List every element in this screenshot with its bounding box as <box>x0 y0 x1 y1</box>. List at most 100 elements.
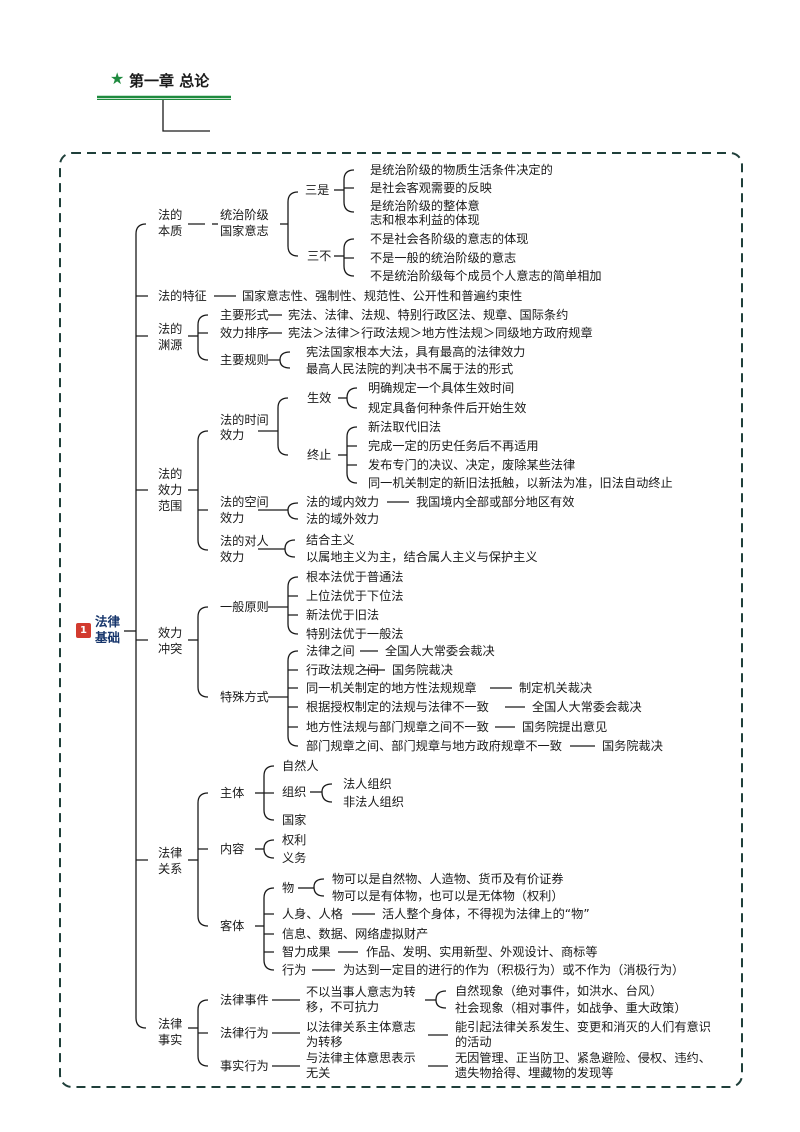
node-essence-1: 法的 <box>158 208 183 222</box>
node-main-forms: 主要形式 <box>220 308 269 322</box>
node-subject: 主体 <box>220 786 245 800</box>
leaf-ranking: 宪法＞法律＞行政法规＞地方性法规＞同级地方政府规章 <box>288 326 593 340</box>
node-relation-1: 法律 <box>158 846 183 860</box>
leaf-non-legal-person-org: 非法人组织 <box>343 795 404 809</box>
node-conflict-2: 冲突 <box>158 642 183 656</box>
leaf-zz4: 同一机关制定的新旧法抵触，以新法为准，旧法自动终止 <box>368 476 673 490</box>
leaf-legal-person-org: 法人组织 <box>343 777 392 791</box>
leaf-sj1: 自然现象（绝对事件，如洪水、台风） <box>455 984 663 998</box>
leaf-xweiva: 以法律关系主体意志 <box>306 1020 416 1034</box>
leaf-s1: 是统治阶级的物质生活条件决定的 <box>370 163 553 177</box>
leaf-dr2: 以属地主义为主，结合属人主义与保护主义 <box>306 550 538 564</box>
leaf-rule-2: 最高人民法院的判决书不属于法的形式 <box>306 362 514 376</box>
root-label-1: 法律 <box>95 614 121 629</box>
node-will-2: 国家意志 <box>220 224 269 238</box>
node-space-2: 效力 <box>220 511 245 525</box>
leaf-y4: 特别法优于一般法 <box>306 627 404 641</box>
node-object: 客体 <box>220 919 245 933</box>
leaf-main-forms: 宪法、法律、法规、特别行政区法、规章、国际条约 <box>288 308 569 322</box>
node-sanbu: 三不 <box>307 249 332 263</box>
leaf-f4: 根据授权制定的法规与法律不一致 <box>306 700 489 714</box>
leaf-info: 信息、数据、网络虚拟财产 <box>282 927 429 941</box>
leaf-rsv: 活人整个身体，不得视为法律上的“物” <box>382 907 590 921</box>
node-legal-act: 法律行为 <box>220 1026 269 1040</box>
node-factual-act: 事实行为 <box>220 1059 269 1073</box>
node-ranking: 效力排序 <box>220 326 269 340</box>
leaf-domestic: 法的域内效力 <box>306 495 380 509</box>
node-will-1: 统治阶级 <box>220 208 269 222</box>
node-general-principles: 一般原则 <box>220 600 269 614</box>
leaf-sjvb: 移，不可抗力 <box>306 1000 380 1014</box>
leaf-f5: 地方性法规与部门规章之间不一致 <box>306 720 489 734</box>
leaf-f1v: 全国人大常委会裁决 <box>385 644 495 658</box>
leaf-domestic-value: 我国境内全部或部分地区有效 <box>416 495 575 509</box>
leaf-dr1: 结合主义 <box>306 533 355 547</box>
leaf-features: 国家意志性、强制性、规范性、公开性和普遍约束性 <box>242 289 523 303</box>
node-features: 法的特征 <box>158 289 207 303</box>
leaf-ssxwb: 无关 <box>306 1066 331 1080</box>
leaf-xweir2: 的活动 <box>455 1035 492 1049</box>
root-badge: 1 <box>76 623 91 638</box>
leaf-duties: 义务 <box>282 851 307 865</box>
leaf-zz1: 新法取代旧法 <box>368 420 442 434</box>
leaf-xweivb: 为转移 <box>306 1035 343 1049</box>
node-fact-2: 事实 <box>158 1033 183 1047</box>
node-source-2: 渊源 <box>158 338 183 352</box>
leaf-extraterritorial: 法的域外效力 <box>306 512 380 526</box>
leaf-b1: 不是社会各阶级的意志的体现 <box>370 232 529 246</box>
leaf-xwv: 为达到一定目的进行的作为（积极行为）或不作为（消极行为） <box>343 963 685 977</box>
node-persons-2: 效力 <box>220 550 245 564</box>
leaf-xweir1: 能引起法律关系发生、变更和消灭的人们有意识 <box>455 1020 711 1034</box>
leaf-s3b: 志和根本利益的体现 <box>370 213 480 227</box>
leaf-f2v: 国务院裁决 <box>392 663 453 677</box>
leaf-f4v: 全国人大常委会裁决 <box>532 700 642 714</box>
leaf-ssxwr2: 遗失物拾得、埋藏物的发现等 <box>455 1066 614 1080</box>
leaf-zlv: 作品、发明、实用新型、外观设计、商标等 <box>366 945 598 959</box>
leaf-wu1: 物可以是自然物、人造物、货币及有价证券 <box>332 872 564 886</box>
leaf-natural-person: 自然人 <box>282 759 319 773</box>
node-persons-1: 法的对人 <box>220 534 269 548</box>
leaf-state: 国家 <box>282 813 307 827</box>
leaf-sx1: 明确规定一个具体生效时间 <box>368 381 515 395</box>
leaf-zz3: 发布专门的决议、决定，废除某些法律 <box>368 458 576 472</box>
leaf-sx2: 规定具备何种条件后开始生效 <box>368 401 527 415</box>
node-content: 内容 <box>220 842 245 856</box>
node-intellectual: 智力成果 <box>282 945 331 959</box>
node-source-1: 法的 <box>158 322 183 336</box>
leaf-f1: 法律之间 <box>306 644 355 658</box>
leaf-f6v: 国务院裁决 <box>602 739 663 753</box>
node-scope-1: 法的 <box>158 467 183 481</box>
leaf-y2: 上位法优于下位法 <box>306 589 404 603</box>
leaf-b2: 不是一般的统治阶级的意志 <box>370 251 517 265</box>
leaf-sj2: 社会现象（相对事件，如战争、重大政策） <box>455 1001 687 1015</box>
leaf-y1: 根本法优于普通法 <box>306 570 404 584</box>
node-essence-2: 本质 <box>158 224 183 238</box>
node-legal-event: 法律事件 <box>220 993 269 1007</box>
leaf-f3: 同一机关制定的地方性法规规章 <box>306 681 477 695</box>
leaf-sjva: 不以当事人意志为转 <box>306 985 416 999</box>
node-person-personality: 人身、人格 <box>282 907 343 921</box>
leaf-zz2: 完成一定的历史任务后不再适用 <box>368 439 539 453</box>
leaf-f5v: 国务院提出意见 <box>522 720 608 734</box>
leaf-s2: 是社会客观需要的反映 <box>370 181 492 195</box>
node-relation-2: 关系 <box>158 862 183 876</box>
leaf-f6: 部门规章之间、部门规章与地方政府规章不一致 <box>306 739 562 753</box>
node-thing: 物 <box>282 881 295 895</box>
leaf-rights: 权利 <box>282 833 307 847</box>
node-fact-1: 法律 <box>158 1017 183 1031</box>
node-time-2: 效力 <box>220 428 245 442</box>
node-scope-3: 范围 <box>158 499 183 513</box>
node-behavior: 行为 <box>282 963 307 977</box>
chapter-title: 第一章 总论 <box>129 72 210 90</box>
node-termination: 终止 <box>307 448 332 462</box>
leaf-ssxwr1: 无因管理、正当防卫、紧急避险、侵权、违约、 <box>455 1051 711 1065</box>
node-special-methods: 特殊方式 <box>220 690 269 704</box>
node-effective: 生效 <box>307 391 332 405</box>
node-organization: 组织 <box>282 785 307 799</box>
leaf-s3a: 是统治阶级的整体意 <box>370 199 480 213</box>
leaf-rule-1: 宪法国家根本大法，具有最高的法律效力 <box>306 345 526 359</box>
star-icon: ★ <box>110 69 125 88</box>
node-conflict-1: 效力 <box>158 626 183 640</box>
node-time-1: 法的时间 <box>220 413 269 427</box>
